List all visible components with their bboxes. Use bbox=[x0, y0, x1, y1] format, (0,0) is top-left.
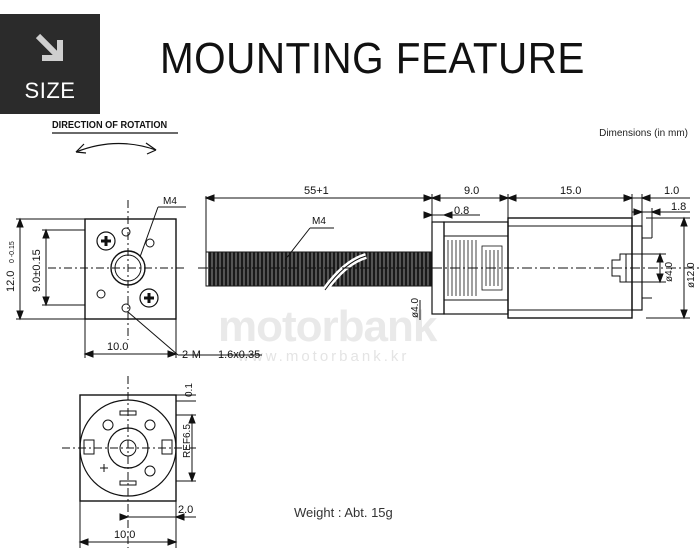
weight-label: Weight : Abt. 15g bbox=[294, 505, 393, 520]
side-shaft2-dia: ø4.0 bbox=[664, 262, 675, 282]
side-body-dia: ø12.0 bbox=[686, 262, 697, 288]
front-height-dim: 12.0 bbox=[5, 271, 17, 292]
size-badge-label: SIZE bbox=[24, 78, 76, 103]
size-badge: SIZE bbox=[0, 14, 100, 114]
front-inner-dim: 9.0±0.15 bbox=[31, 249, 43, 292]
front-screw-label: 2-M bbox=[182, 349, 201, 361]
side-end-dim: 1.0 bbox=[664, 185, 679, 197]
front-screw-spec: 1.6x0.35 bbox=[218, 349, 260, 361]
rotation-arrow bbox=[52, 132, 178, 155]
rear-offset-dim: 2.0 bbox=[178, 504, 193, 516]
side-thread-label: M4 bbox=[312, 216, 326, 227]
watermark-brand: motorbank bbox=[218, 302, 437, 351]
page-title: MOUNTING FEATURE bbox=[160, 34, 585, 83]
front-thread-label: M4 bbox=[163, 196, 177, 207]
rear-top-dim: 0.1 bbox=[184, 383, 195, 397]
side-flange-dim: 0.8 bbox=[454, 205, 469, 217]
rear-width-dim: 10.0 bbox=[114, 529, 135, 541]
front-view bbox=[16, 200, 262, 358]
dimensions-note: Dimensions (in mm) bbox=[599, 128, 688, 139]
side-shaft-dia: ø4.0 bbox=[410, 298, 421, 318]
front-height-tol: 0 -0.15 bbox=[9, 241, 16, 263]
side-motor-dim: 15.0 bbox=[560, 185, 581, 197]
front-width-dim: 10.0 bbox=[107, 341, 128, 353]
side-cap-dim: 1.8 bbox=[671, 201, 686, 213]
rotation-label: DIRECTION OF ROTATION bbox=[52, 120, 168, 131]
rear-ref-dim: REF6.5 bbox=[182, 424, 193, 458]
side-gearbox-dim: 9.0 bbox=[464, 185, 479, 197]
side-view bbox=[198, 194, 700, 320]
rear-view bbox=[62, 376, 196, 548]
side-length-dim: 55+1 bbox=[304, 185, 329, 197]
arrow-down-right-icon bbox=[35, 33, 63, 61]
watermark-url: www.motorbank.kr bbox=[238, 348, 410, 365]
